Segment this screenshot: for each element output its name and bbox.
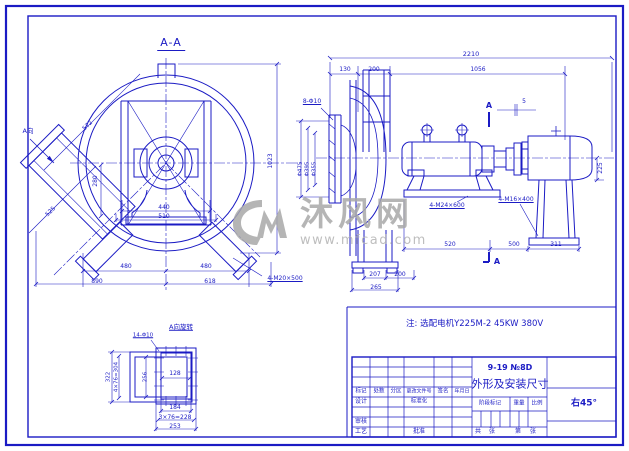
watermark-brand: 沐风网 bbox=[300, 194, 414, 233]
dim-618: 618 bbox=[204, 278, 216, 285]
dia-395: Φ395 bbox=[304, 161, 311, 177]
detail-holes-callout: 14-Φ10 bbox=[132, 332, 154, 339]
dim-280: 280 bbox=[92, 175, 99, 187]
tb-check: 审核 bbox=[354, 418, 368, 425]
detail-view-linework bbox=[108, 339, 199, 432]
section-title-aa: A-A bbox=[157, 37, 185, 51]
tb-header-date: 年月日 bbox=[454, 388, 470, 395]
tb-sheet-no: 第 bbox=[514, 428, 522, 435]
dim-890: 890 bbox=[91, 278, 103, 285]
dim-253: 253 bbox=[169, 423, 181, 430]
tb-approve: 批准 bbox=[412, 428, 426, 435]
dim-500: 500 bbox=[508, 241, 520, 248]
tb-sheet-total: 共 bbox=[474, 428, 482, 435]
title-block-orientation: 右45° bbox=[570, 398, 598, 409]
tb-design: 设计 bbox=[354, 398, 368, 405]
tb-scale: 比例 bbox=[531, 400, 543, 407]
dim-207: 207 bbox=[369, 271, 381, 278]
dim-322: 322 bbox=[105, 371, 112, 383]
section-marker-a-bottom: A bbox=[493, 257, 501, 266]
view-direction-label: A向 bbox=[22, 126, 34, 135]
watermark: 沐风网 www.mfcad.com bbox=[231, 197, 427, 248]
dim-128: 128 bbox=[169, 370, 181, 377]
anchor-bolt-callout-left-view: 4-M20×500 bbox=[267, 275, 303, 282]
tb-sheet-unit-2: 张 bbox=[529, 428, 537, 435]
left-view-linework bbox=[19, 58, 302, 292]
detail-view-title: A向旋转 bbox=[169, 322, 193, 331]
dim-510: 510 bbox=[158, 213, 170, 220]
watermark-url: www.mfcad.com bbox=[300, 233, 427, 248]
dim-1056: 1056 bbox=[470, 66, 486, 73]
dim-5: 5 bbox=[522, 98, 526, 105]
dia-475: Φ475 bbox=[297, 161, 304, 177]
dim-2210: 2210 bbox=[462, 49, 480, 58]
dim-225: 225 bbox=[597, 162, 604, 174]
dim-256: 256 bbox=[142, 371, 149, 383]
dim-184: 184 bbox=[169, 404, 181, 411]
flange-holes-callout: 8-Φ10 bbox=[302, 98, 322, 105]
dim-200: 200 bbox=[368, 66, 380, 73]
tb-weight: 重量 bbox=[513, 400, 525, 407]
dim-130: 130 bbox=[339, 66, 351, 73]
dim-265: 265 bbox=[370, 284, 382, 291]
tb-header-doc-no: 更改文件号 bbox=[406, 388, 432, 395]
dim-520: 520 bbox=[444, 241, 456, 248]
tb-standardize: 标准化 bbox=[410, 398, 428, 405]
dim-480-left: 480 bbox=[120, 263, 132, 270]
title-block-drawing-title: 外形及安装尺寸 bbox=[471, 377, 549, 391]
motor-note: 注: 选配电机Y225M-2 45KW 380V bbox=[406, 318, 544, 329]
tb-stage-mark: 阶段标记 bbox=[478, 400, 502, 407]
dim-200-gap: 200 bbox=[394, 271, 406, 278]
section-marker-a-top: A bbox=[485, 101, 493, 110]
dim-440: 440 bbox=[158, 204, 170, 211]
tb-header-zone: 分区 bbox=[390, 388, 402, 395]
tb-header-count: 处数 bbox=[373, 388, 385, 395]
anchor-bolt-callout-motor: 4-M16×400 bbox=[498, 196, 534, 203]
side-view-linework bbox=[296, 55, 615, 293]
watermark-text: 沐风网 www.mfcad.com bbox=[300, 197, 427, 248]
anchor-bolt-callout-fan: 4-M24×600 bbox=[429, 202, 465, 209]
dia-355: Φ355 bbox=[311, 161, 318, 177]
tb-sheet-unit-1: 张 bbox=[488, 428, 496, 435]
title-block-model: 9-19 №8D bbox=[487, 363, 533, 372]
tb-header-mark: 标记 bbox=[355, 388, 367, 395]
dim-1023: 1023 bbox=[267, 153, 274, 169]
dim-4x76: 4×76=304 bbox=[113, 361, 120, 393]
mfcad-logo-icon bbox=[233, 199, 287, 245]
dim-311: 311 bbox=[550, 241, 562, 248]
dim-480-right: 480 bbox=[200, 263, 212, 270]
tb-header-sign: 签名 bbox=[437, 388, 449, 395]
title-block-grid bbox=[346, 306, 617, 438]
drawing-frame bbox=[4, 4, 625, 447]
dim-3x76: 3×76=228 bbox=[158, 414, 192, 421]
tb-process: 工艺 bbox=[354, 428, 368, 435]
